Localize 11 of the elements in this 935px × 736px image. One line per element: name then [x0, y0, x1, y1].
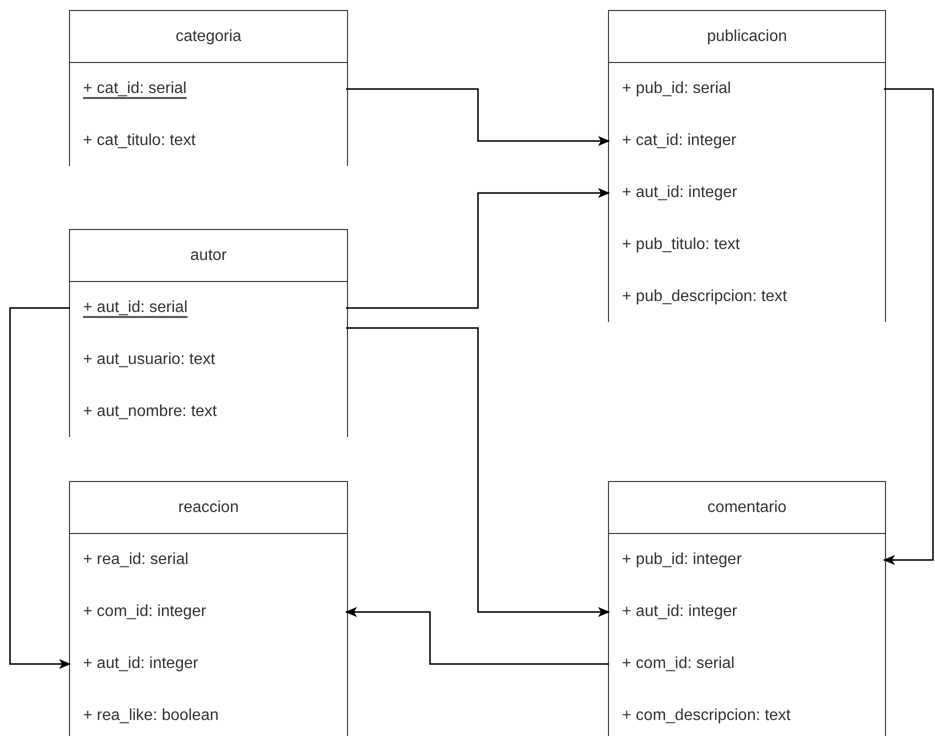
relation-arrow	[345, 607, 609, 665]
relation-arrow	[346, 327, 610, 617]
relation-arrow	[883, 88, 934, 565]
relation-arrow	[9, 307, 71, 669]
table-box	[69, 229, 348, 437]
table-box	[608, 10, 886, 322]
relation-arrow	[346, 188, 610, 309]
table-box	[69, 10, 348, 166]
relation-arrow	[346, 88, 610, 146]
table-box	[608, 481, 886, 736]
table-box	[69, 481, 348, 736]
